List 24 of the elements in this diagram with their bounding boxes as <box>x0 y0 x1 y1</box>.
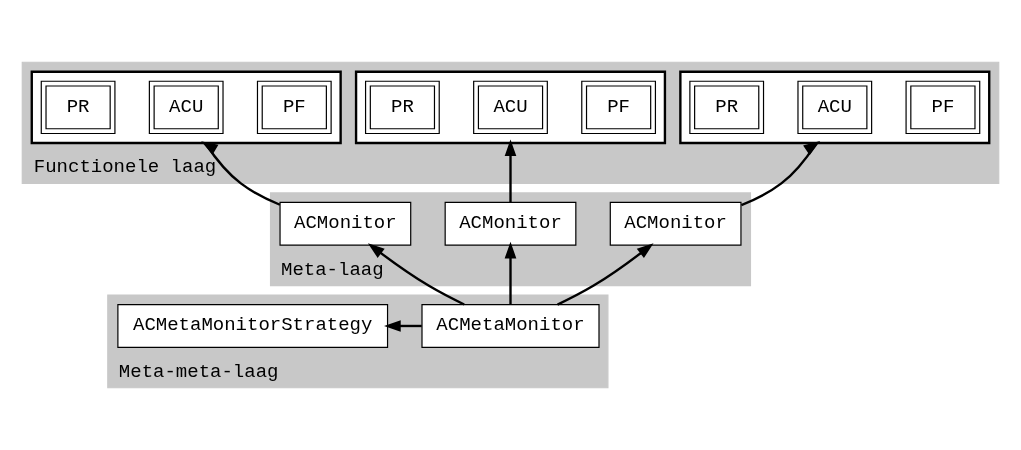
node-box: ACMonitor <box>279 201 412 246</box>
node-box: ACU <box>473 80 548 135</box>
node-box: PF <box>256 80 332 135</box>
cluster <box>679 70 991 145</box>
node-box: PF <box>905 80 981 135</box>
arrow <box>557 243 654 306</box>
cluster <box>30 70 342 145</box>
arrow <box>740 141 821 207</box>
cluster <box>354 70 667 145</box>
node-box: ACMonitor <box>444 201 577 246</box>
node-box: PR <box>40 80 116 135</box>
node-box: PF <box>581 80 657 135</box>
arrow <box>367 243 465 306</box>
arrow <box>384 320 422 332</box>
arrow <box>504 139 517 203</box>
node-box: PR <box>689 80 765 135</box>
node-box: ACMetaMonitorStrategy <box>117 304 389 348</box>
node-box: ACU <box>148 80 224 135</box>
arrow <box>504 241 517 305</box>
arrow <box>201 141 281 206</box>
node-box: ACMetaMonitor <box>421 304 600 348</box>
node-box: PR <box>364 80 440 135</box>
node-box: ACU <box>797 80 873 135</box>
node-box: ACMonitor <box>609 201 742 246</box>
